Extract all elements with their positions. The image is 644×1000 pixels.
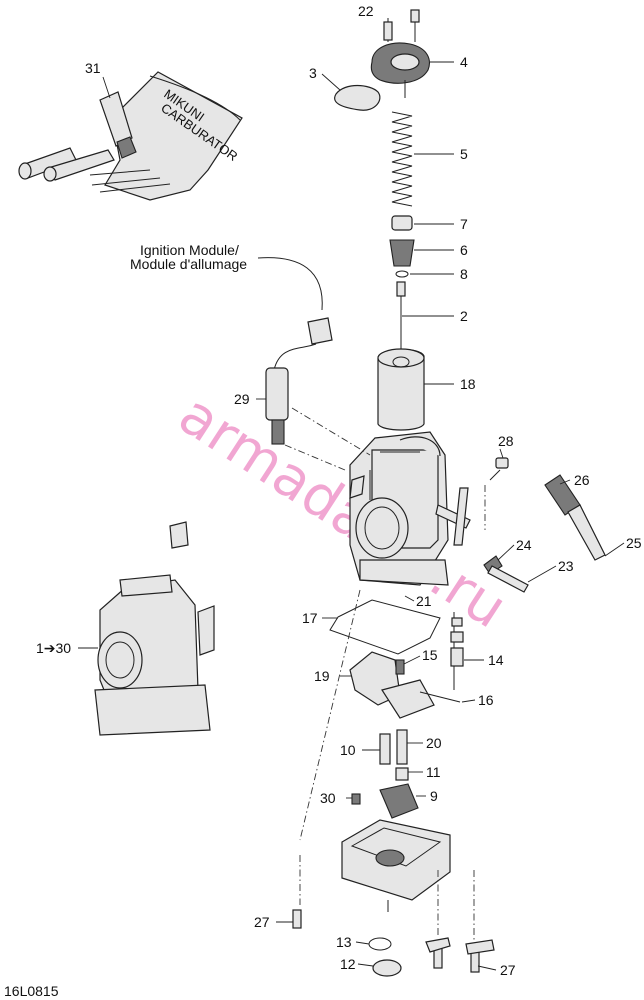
ignition-module-caption-fr: Module d'allumage bbox=[130, 256, 247, 272]
ignition-sensor bbox=[257, 257, 333, 445]
callout-5: 5 bbox=[460, 146, 468, 162]
callout-25: 25 bbox=[626, 535, 642, 551]
callout-19: 19 bbox=[314, 668, 330, 684]
carburetor-body bbox=[349, 431, 471, 586]
callout-15: 15 bbox=[422, 647, 438, 663]
callout-leaders bbox=[78, 61, 625, 971]
callout-10: 10 bbox=[340, 742, 356, 758]
jets bbox=[351, 729, 419, 819]
assembled-carburetor bbox=[94, 521, 215, 736]
callout-6: 6 bbox=[460, 242, 468, 258]
throttle-spring bbox=[391, 111, 413, 207]
callout-11: 11 bbox=[426, 764, 441, 780]
ignition-module-caption-en: Ignition Module/ bbox=[140, 242, 239, 258]
callout-12: 12 bbox=[340, 956, 356, 972]
adjustment-screws bbox=[483, 457, 606, 593]
top-cap-assembly bbox=[334, 9, 430, 111]
callout-7: 7 bbox=[460, 216, 468, 232]
callout-18: 18 bbox=[460, 376, 476, 392]
callout-28: 28 bbox=[498, 433, 514, 449]
callout-14: 14 bbox=[488, 652, 504, 668]
callout-16: 16 bbox=[478, 692, 494, 708]
callout-1-30: 1➔30 bbox=[36, 640, 71, 656]
callout-13: 13 bbox=[336, 934, 352, 950]
callout-30: 30 bbox=[320, 790, 336, 806]
callout-3: 3 bbox=[309, 65, 317, 81]
callout-20: 20 bbox=[426, 735, 442, 751]
assembly-guide-lines bbox=[284, 407, 486, 940]
callout-24: 24 bbox=[516, 537, 532, 553]
callout-27-right: 27 bbox=[500, 962, 516, 978]
diagram-reference-code: 16L0815 bbox=[4, 983, 59, 999]
callout-2: 2 bbox=[460, 308, 468, 324]
callout-17: 17 bbox=[302, 610, 318, 626]
carburetor-tool-kit: MIKUNI CARBURATOR bbox=[18, 71, 243, 201]
callout-numbers: 22 4 3 31 5 7 6 8 2 18 29 28 26 25 24 23… bbox=[36, 3, 642, 978]
callout-29: 29 bbox=[234, 391, 250, 407]
float-bowl bbox=[341, 819, 451, 912]
needle-parts bbox=[389, 215, 415, 350]
callout-8: 8 bbox=[460, 266, 468, 282]
callout-21: 21 bbox=[416, 593, 432, 609]
throttle-slide bbox=[377, 348, 425, 431]
callout-31: 31 bbox=[85, 60, 101, 76]
callout-4: 4 bbox=[460, 54, 468, 70]
callout-27-left: 27 bbox=[254, 914, 270, 930]
callout-22: 22 bbox=[358, 3, 374, 19]
callout-26: 26 bbox=[574, 472, 590, 488]
bottom-parts bbox=[292, 909, 495, 977]
float-assembly bbox=[329, 599, 464, 719]
callout-23: 23 bbox=[558, 558, 574, 574]
callout-9: 9 bbox=[430, 788, 438, 804]
